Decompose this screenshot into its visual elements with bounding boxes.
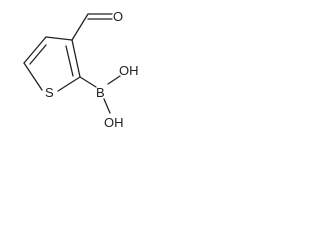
bond-c2-b — [79, 76, 97, 88]
bond-s-c2 — [57, 76, 81, 92]
bond-b-oh-lower — [103, 98, 111, 114]
bond-c4-c5 — [23, 36, 47, 64]
bond-b-oh-upper — [107, 75, 121, 85]
bond-c3-formyl — [71, 13, 89, 41]
atom-label-hydroxyl-lower: OH — [104, 115, 124, 130]
formyl-group — [71, 13, 113, 41]
thiophene-ring — [23, 36, 81, 92]
bond-c4-c5-inner — [29, 44, 47, 65]
bond-c2-c3 — [71, 39, 81, 78]
bond-c3-c4 — [45, 36, 73, 41]
atom-label-boron: B — [96, 85, 105, 100]
atom-label-oxygen: O — [113, 9, 123, 24]
chemical-structure-diagram: O S B OH OH — [23, 9, 139, 130]
boronic-acid-bonds — [79, 75, 121, 114]
atom-label-hydroxyl-upper: OH — [119, 63, 139, 78]
atom-label-sulfur: S — [45, 85, 54, 100]
bond-c5-s — [23, 62, 43, 91]
bond-c2-c3-inner — [65, 45, 74, 77]
